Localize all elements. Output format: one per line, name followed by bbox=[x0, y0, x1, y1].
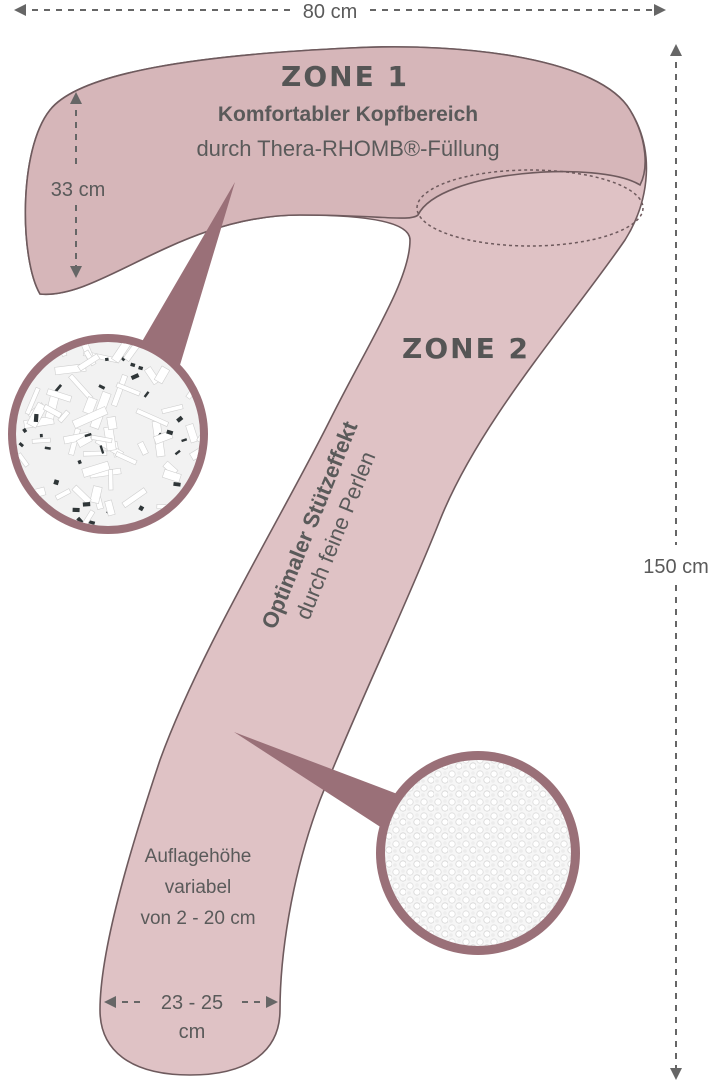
rhomb-shred bbox=[46, 388, 73, 403]
rhomb-shred bbox=[71, 484, 92, 505]
height-note-line1: Auflagehöhe bbox=[145, 846, 252, 867]
rhomb-shred bbox=[114, 451, 138, 466]
height-label: 150 cm bbox=[643, 556, 709, 578]
rhomb-shred-mark bbox=[104, 357, 109, 362]
zone1-title: ZONE 1 bbox=[281, 60, 409, 93]
rhomb-shred bbox=[20, 352, 37, 366]
rhomb-shred-mark bbox=[174, 449, 181, 456]
rhomb-shred bbox=[161, 468, 182, 483]
rhomb-shred-mark bbox=[99, 445, 105, 454]
rhomb-shred-mark bbox=[27, 506, 35, 515]
rhomb-shred-mark bbox=[44, 446, 51, 450]
callout-beads-pointer bbox=[234, 732, 400, 830]
head-height-dimension: 33 cm bbox=[51, 92, 105, 278]
height-dimension: 150 cm bbox=[643, 44, 709, 1080]
rhomb-shred-mark bbox=[54, 383, 63, 393]
rhomb-shred-mark bbox=[33, 413, 39, 423]
rhomb-shred bbox=[121, 487, 148, 509]
zone1-filling: durch Thera-RHOMB®-Füllung bbox=[196, 136, 499, 161]
rhomb-shred bbox=[166, 523, 178, 526]
width-label: 80 cm bbox=[303, 1, 357, 23]
rhomb-shred-mark bbox=[18, 441, 25, 448]
rhomb-shred bbox=[104, 499, 116, 517]
tail-width-unit: cm bbox=[179, 1021, 206, 1043]
rhomb-shred-mark bbox=[166, 429, 174, 436]
rhomb-shred-mark bbox=[168, 520, 179, 526]
beads-filling-texture bbox=[385, 760, 571, 946]
zone-separator-ellipse bbox=[416, 169, 644, 247]
rhomb-shred bbox=[190, 516, 200, 526]
rhomb-shred bbox=[42, 403, 63, 419]
height-note-line2: variabel bbox=[165, 877, 232, 898]
rhomb-shred bbox=[135, 408, 170, 427]
rhomb-shred-mark bbox=[138, 505, 145, 512]
rhomb-shred bbox=[54, 488, 72, 501]
rhomb-shred bbox=[81, 460, 111, 478]
rhomb-shred bbox=[16, 452, 30, 468]
rhomb-shred bbox=[24, 386, 41, 416]
tail-width-dimension: 23 - 25 cm bbox=[104, 992, 278, 1043]
rhomb-shred-mark bbox=[72, 507, 80, 513]
rhomb-shred-mark bbox=[77, 459, 82, 465]
rhomb-shred-mark bbox=[82, 502, 91, 507]
rhomb-shred-mark bbox=[195, 497, 200, 504]
rhomb-shred-mark bbox=[138, 365, 144, 371]
rhomb-shred bbox=[89, 485, 103, 504]
callout-rhomb-pointer bbox=[140, 182, 235, 365]
rhomb-shred bbox=[82, 450, 108, 457]
rhomb-shred bbox=[33, 514, 52, 526]
rhomb-shred bbox=[110, 374, 128, 408]
rhomb-shred bbox=[161, 403, 184, 415]
rhomb-shred-mark bbox=[98, 384, 106, 390]
rhomb-shred-mark bbox=[53, 479, 60, 486]
height-note: Auflagehöhe variabel von 2 - 20 cm bbox=[140, 846, 255, 929]
rhomb-shred-mark bbox=[194, 508, 199, 514]
zone2-title: ZONE 2 bbox=[402, 332, 530, 365]
rhomb-shred bbox=[82, 396, 98, 416]
rhomb-shred bbox=[57, 409, 71, 424]
rhomb-shred-mark bbox=[39, 433, 43, 438]
rhomb-shred bbox=[192, 522, 200, 526]
rhomb-shred-mark bbox=[84, 432, 92, 438]
tail-width-label: 23 - 25 bbox=[161, 992, 223, 1014]
rhomb-shred-mark bbox=[27, 523, 37, 526]
rhomb-shred bbox=[115, 382, 141, 397]
rhomb-shred bbox=[77, 353, 101, 372]
rhomb-shred bbox=[71, 406, 109, 429]
width-dimension: 80 cm bbox=[14, 1, 666, 23]
rhomb-shred-mark bbox=[130, 373, 140, 381]
rhomb-shred-mark bbox=[130, 362, 136, 368]
rhomb-shred bbox=[31, 437, 51, 444]
rhomb-shred-mark bbox=[197, 482, 200, 488]
rhomb-shred bbox=[106, 416, 118, 431]
rhomb-shred-mark bbox=[176, 415, 184, 423]
rhomb-shred-mark bbox=[173, 481, 181, 487]
rhomb-shred bbox=[108, 469, 114, 491]
head-height-label: 33 cm bbox=[51, 179, 105, 201]
rhomb-shred bbox=[185, 423, 199, 444]
height-note-line3: von 2 - 20 cm bbox=[140, 908, 255, 929]
rhomb-shred-mark bbox=[143, 391, 150, 398]
rhomb-shred bbox=[196, 434, 200, 448]
rhomb-shred bbox=[90, 434, 113, 444]
zone1-subtitle: Komfortabler Kopfbereich bbox=[218, 103, 478, 126]
rhomb-shred-mark bbox=[22, 427, 28, 434]
rhomb-filling-texture bbox=[16, 342, 200, 526]
rhomb-shred-mark bbox=[181, 438, 188, 443]
rhomb-shred bbox=[75, 433, 93, 448]
pillow-head-zone bbox=[24, 46, 646, 295]
rhomb-shred bbox=[137, 440, 149, 456]
rhomb-shred bbox=[153, 365, 171, 385]
